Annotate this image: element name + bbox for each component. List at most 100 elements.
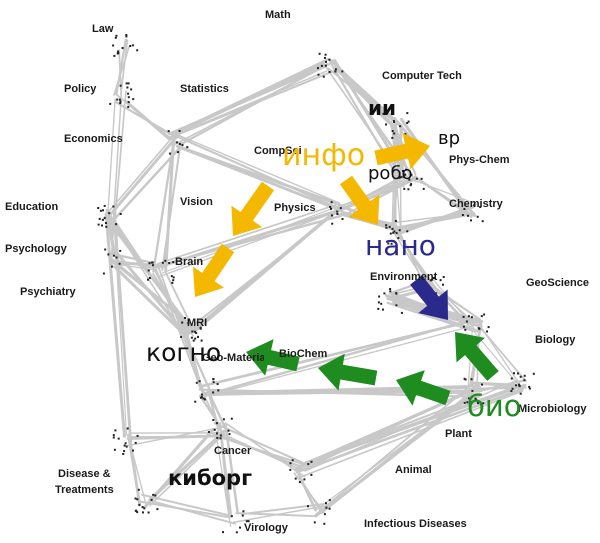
network-node [465,320,468,323]
network-node [470,219,472,222]
network-edge [169,70,328,138]
network-node [132,98,135,101]
network-node [410,183,413,186]
network-edge [175,133,341,204]
network-node [400,311,403,314]
network-node [510,390,513,392]
network-edge [104,215,194,332]
network-edge [107,98,116,214]
network-node [115,256,118,259]
network-edge [293,472,326,514]
network-node [404,173,407,176]
network-edge [393,229,437,289]
network-node [389,290,392,293]
label-geo-materials: Geo-Materials [202,353,264,364]
network-node [394,220,397,222]
network-node [216,432,218,435]
network-node [324,56,326,59]
network-edge [232,505,326,523]
label-psychology: Psychology [5,243,67,255]
network-node [409,184,412,187]
network-node [317,67,319,70]
network-node [245,520,248,523]
network-node [216,383,219,386]
network-node [382,112,385,115]
network-node [105,225,108,228]
network-node [204,398,206,401]
network-node [380,302,383,305]
network-node [439,279,442,282]
network-node [463,208,466,210]
network-node [486,330,488,333]
network-node [481,383,483,386]
network-node [395,292,398,295]
network-node [432,277,435,279]
network-node [124,442,127,445]
network-edge [178,145,337,205]
network-node [517,372,519,375]
label-computer-tech: Computer Tech [382,70,462,82]
network-node [118,98,121,101]
network-edge [314,385,470,516]
network-node [194,337,197,340]
arrow-info-to-vr [374,132,430,170]
network-node [198,380,201,383]
network-node [134,441,137,444]
network-node [464,328,467,331]
network-edge [120,39,129,96]
network-node [475,398,478,401]
network-node [119,249,122,252]
network-node [98,217,101,220]
network-node [462,315,465,318]
overlay-robo: робо [368,163,413,184]
network-edge [152,264,212,392]
network-node [119,102,122,105]
network-node [339,207,342,210]
network-node [127,82,130,85]
network-node [325,60,327,63]
network-node [112,436,115,439]
network-node [391,227,394,230]
network-node [528,387,531,390]
label-chemistry: Chemistry [449,198,503,210]
network-node [192,339,195,342]
network-node [199,326,202,329]
network-node [392,231,395,234]
network-edge [112,92,123,218]
network-node [329,206,332,208]
network-node [115,34,118,37]
network-node [212,419,215,421]
network-edge [219,422,233,517]
network-node [398,176,401,179]
network-node [215,422,218,425]
network-node [180,335,183,338]
network-edge [113,265,189,339]
network-edge [156,210,336,269]
arrow-to-cogno [246,339,300,376]
network-node [143,507,146,510]
network-edge [104,212,126,438]
network-node [442,276,445,278]
network-node [387,242,390,245]
network-node [383,292,386,295]
network-node [97,223,100,226]
network-node [334,68,337,71]
network-node [519,375,522,378]
network-node [328,71,331,73]
network-node [325,502,327,505]
network-node [219,437,222,440]
network-edge [168,131,344,211]
network-node [324,53,327,56]
network-node [126,86,129,89]
network-node [195,381,198,384]
network-node [219,434,222,437]
network-node [463,401,466,404]
network-node [172,261,175,264]
network-node [467,214,469,217]
network-node [318,52,321,55]
network-node [181,321,184,324]
network-edge [213,422,306,465]
network-node [230,515,233,518]
overlay-nano: нано [365,229,436,262]
network-node [230,417,233,420]
